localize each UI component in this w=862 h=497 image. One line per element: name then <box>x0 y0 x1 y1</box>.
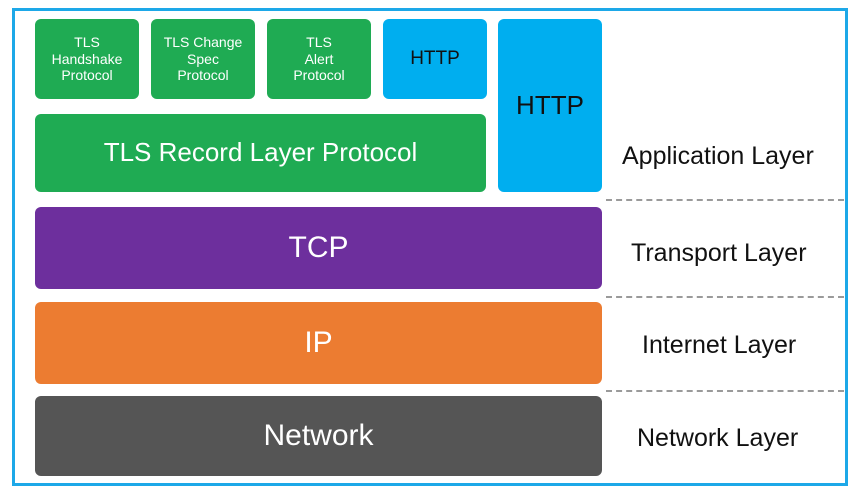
network-layer-label: Network Layer <box>637 424 799 452</box>
application-layer-label: Application Layer <box>622 142 814 170</box>
layer-divider <box>606 390 844 392</box>
http-box: HTTP <box>498 19 602 192</box>
internet-layer-label: Internet Layer <box>642 331 797 359</box>
http-over-tls-box: HTTP <box>383 19 487 99</box>
layer-divider <box>606 296 844 298</box>
tls-alert-protocol-box: TLS Alert Protocol <box>267 19 371 99</box>
tls-record-layer-box: TLS Record Layer Protocol <box>35 114 486 192</box>
tls-handshake-protocol-box: TLS Handshake Protocol <box>35 19 139 99</box>
layer-divider <box>606 199 844 201</box>
tls-change-spec-protocol-box: TLS Change Spec Protocol <box>151 19 255 99</box>
transport-layer-label: Transport Layer <box>631 239 807 267</box>
network-box: Network <box>35 396 602 476</box>
ip-box: IP <box>35 302 602 384</box>
tcp-box: TCP <box>35 207 602 289</box>
